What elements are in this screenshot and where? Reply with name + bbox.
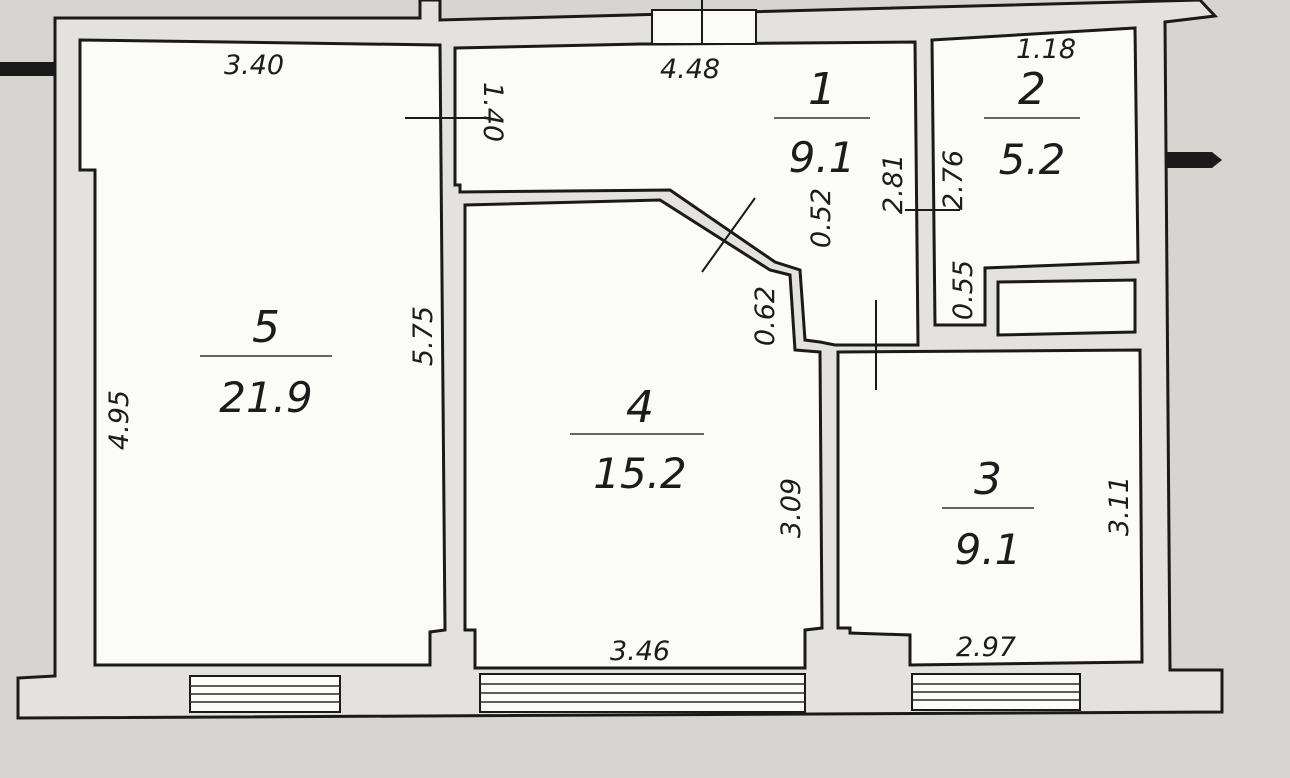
entrance-door bbox=[651, 9, 757, 45]
dim-room1-right: 2.81 bbox=[878, 154, 909, 214]
room-1-number: 1 bbox=[808, 64, 836, 115]
room-1-area: 9.1 bbox=[789, 133, 856, 182]
dim-room2-left: 2.76 bbox=[938, 150, 969, 210]
dim-room1-top: 4.48 bbox=[660, 54, 720, 85]
dim-room2-small: 0.55 bbox=[948, 260, 979, 320]
dim-room4-right: 3.09 bbox=[776, 478, 807, 538]
dim-room3-bottom: 2.97 bbox=[956, 632, 1016, 663]
door-tick-room-4 bbox=[701, 197, 756, 273]
room-5-area: 21.9 bbox=[219, 373, 313, 422]
dim-room4-corner: 0.62 bbox=[750, 286, 781, 346]
dimension-labels: 3.40 4.95 5.75 4.48 1.40 0.52 2.81 1.18 … bbox=[104, 34, 1135, 667]
dim-room5-left: 4.95 bbox=[104, 390, 135, 450]
openings bbox=[189, 0, 1081, 713]
room-3-number: 3 bbox=[974, 454, 1002, 505]
room-2-shape bbox=[930, 26, 1140, 327]
room-3-area: 9.1 bbox=[955, 525, 1022, 574]
room-4-number: 4 bbox=[626, 382, 654, 433]
dim-room5-right: 5.75 bbox=[408, 306, 439, 366]
dim-room5-top: 3.40 bbox=[224, 50, 284, 81]
dim-room1-door: 1.40 bbox=[477, 82, 508, 142]
dim-room3-right: 3.11 bbox=[1104, 476, 1135, 536]
closet-shape bbox=[996, 278, 1137, 337]
right-exterior-marker bbox=[1165, 152, 1222, 168]
room-labels: 5 21.9 4 15.2 1 9.1 2 5.2 3 9.1 bbox=[200, 64, 1080, 574]
room-5-number: 5 bbox=[252, 302, 280, 353]
room-2-area: 5.2 bbox=[999, 135, 1066, 184]
room-4-area: 15.2 bbox=[593, 449, 687, 498]
dim-room1-inner: 0.52 bbox=[806, 188, 837, 248]
dim-room2-top: 1.18 bbox=[1016, 34, 1076, 65]
room-2-number: 2 bbox=[1018, 64, 1046, 115]
dim-room4-bottom: 3.46 bbox=[610, 636, 670, 667]
left-exterior-marker bbox=[0, 62, 55, 76]
room-5-shape bbox=[78, 38, 447, 667]
